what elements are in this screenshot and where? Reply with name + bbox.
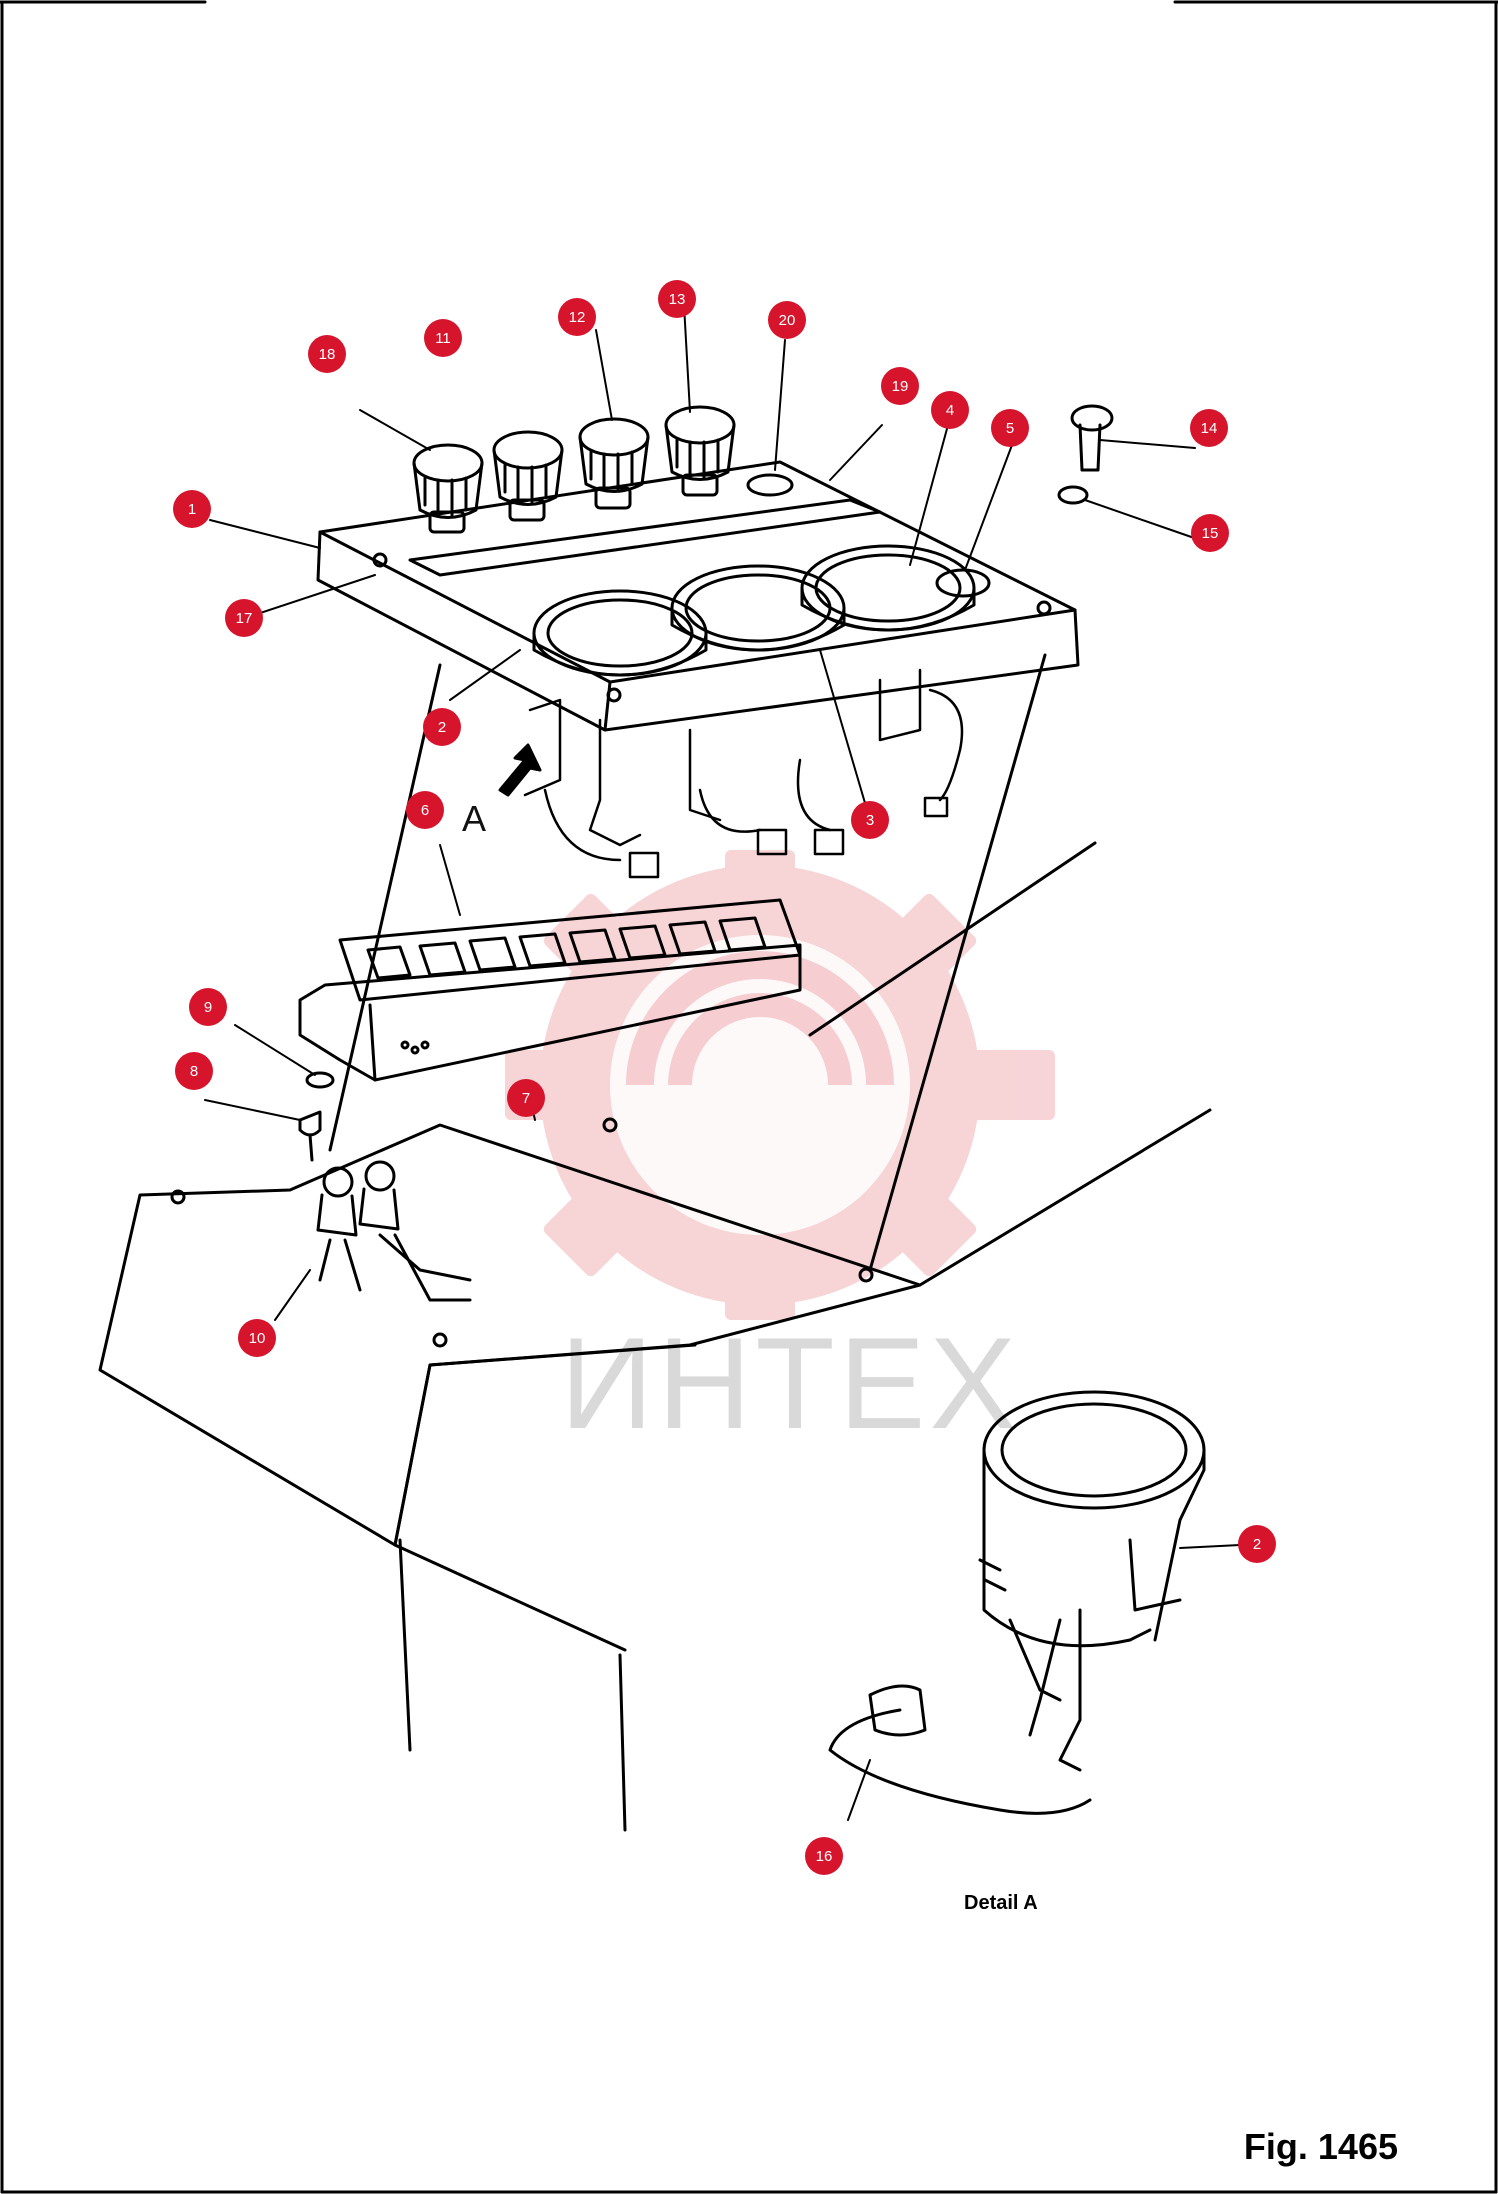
leader-lines xyxy=(204,304,1241,1821)
callout-15: 15 xyxy=(1191,514,1229,552)
detail-label: Detail A xyxy=(964,1892,1038,1914)
control-knobs xyxy=(412,405,794,534)
lamp-sockets xyxy=(316,1160,472,1302)
callout-20: 20 xyxy=(768,301,806,339)
view-marker: A xyxy=(462,798,487,839)
callout-13: 13 xyxy=(658,280,696,318)
callout-13-label: 13 xyxy=(669,291,686,308)
detail-a-gauge xyxy=(828,1390,1206,1815)
callout-14-label: 14 xyxy=(1201,420,1218,437)
callout-12-label: 12 xyxy=(569,309,586,326)
callout-1-label: 1 xyxy=(188,501,196,518)
callout-9-label: 9 xyxy=(204,999,212,1016)
callout-3-label: 3 xyxy=(866,812,874,829)
console-outline xyxy=(98,653,1212,1832)
callout-2-detail: 2 xyxy=(1238,1525,1276,1563)
callout-11-label: 11 xyxy=(435,330,451,347)
callout-2: 2 xyxy=(423,708,461,746)
callout-4: 4 xyxy=(931,391,969,429)
gauges xyxy=(532,544,991,677)
callout-12: 12 xyxy=(558,298,596,336)
switch-bracket xyxy=(298,898,802,1082)
fasteners xyxy=(298,404,1201,1162)
callout-6: 6 xyxy=(406,791,444,829)
callout-8-label: 8 xyxy=(190,1063,198,1080)
callout-5: 5 xyxy=(991,409,1029,447)
callout-1: 1 xyxy=(173,490,211,528)
callout-18-label: 18 xyxy=(319,346,336,363)
callout-8: 8 xyxy=(175,1052,213,1090)
callout-2-detail-label: 2 xyxy=(1253,1536,1261,1553)
callout-2-label: 2 xyxy=(438,719,446,736)
callout-3: 3 xyxy=(851,801,889,839)
instrument-panel xyxy=(316,460,1080,732)
callout-17: 17 xyxy=(225,599,263,637)
callout-10-label: 10 xyxy=(249,1330,266,1347)
callout-16: 16 xyxy=(805,1837,843,1875)
callout-11: 11 xyxy=(424,319,462,357)
watermark-text: ИНТЕХ xyxy=(560,1310,1021,1456)
callout-15-label: 15 xyxy=(1202,525,1219,542)
callout-9: 9 xyxy=(189,988,227,1026)
callout-19: 19 xyxy=(881,367,919,405)
gauge-wiring xyxy=(523,668,964,879)
callout-20-label: 20 xyxy=(779,312,796,329)
callout-14: 14 xyxy=(1190,409,1228,447)
callout-19-label: 19 xyxy=(892,378,909,395)
figure-label: Fig. 1465 xyxy=(1243,2126,1398,2167)
callout-18: 18 xyxy=(308,335,346,373)
callout-6-label: 6 xyxy=(421,802,429,819)
callout-10: 10 xyxy=(238,1319,276,1357)
callout-7-label: 7 xyxy=(522,1090,530,1107)
view-arrow xyxy=(498,743,542,797)
callout-5-label: 5 xyxy=(1006,420,1014,437)
callout-4-label: 4 xyxy=(946,402,954,419)
callout-17-label: 17 xyxy=(236,610,253,627)
callout-16-label: 16 xyxy=(816,1848,833,1865)
callout-7: 7 xyxy=(507,1079,545,1117)
